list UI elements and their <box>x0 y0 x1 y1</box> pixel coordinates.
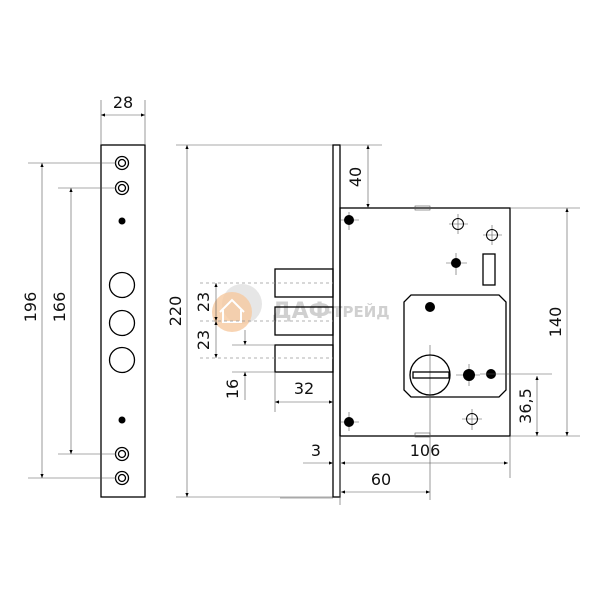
lock-side-view <box>274 144 511 500</box>
dimension-32: 32 <box>274 372 333 412</box>
bolt-hole <box>108 309 136 337</box>
svg-text:36,5: 36,5 <box>516 388 535 424</box>
screw-hole <box>114 155 130 171</box>
lock-case <box>339 207 511 437</box>
screw-hole <box>114 180 130 196</box>
svg-text:23: 23 <box>194 330 213 350</box>
dimension-40: 40 <box>340 144 382 208</box>
fixing-dot <box>118 217 126 225</box>
dimension-36-5: 36,5 <box>480 373 552 436</box>
screw-hole <box>114 446 130 462</box>
slot <box>482 253 496 286</box>
dimension-196: 196 <box>21 162 116 479</box>
dimension-140: 140 <box>510 207 580 437</box>
pin-marker <box>462 409 482 430</box>
dimension-220: 220 <box>166 144 333 498</box>
dimension-106: 106 <box>341 436 511 478</box>
watermark-brand: ДАФ <box>272 299 330 324</box>
fixing-dot <box>118 416 126 424</box>
svg-text:106: 106 <box>410 441 441 460</box>
svg-text:40: 40 <box>346 167 365 187</box>
faceplate-side <box>332 144 341 498</box>
faceplate-front-view <box>100 144 146 498</box>
case-screw <box>341 212 359 230</box>
dimension-16: 16 <box>223 330 275 400</box>
watermark-suffix: -ТРЕЙД <box>326 302 390 321</box>
rivet <box>446 253 467 275</box>
svg-text:28: 28 <box>113 93 133 112</box>
dimension-3: 3 <box>303 436 341 505</box>
svg-text:32: 32 <box>294 379 314 398</box>
svg-text:16: 16 <box>223 379 242 399</box>
screw-hole <box>114 470 130 486</box>
dimension-23-23: 23 23 <box>194 282 333 359</box>
dimension-28: 28 <box>100 93 146 145</box>
keyhole <box>409 354 451 396</box>
dimension-60: 60 <box>280 470 430 499</box>
bolt-hole <box>108 346 136 374</box>
svg-text:140: 140 <box>546 307 565 338</box>
svg-text:196: 196 <box>21 292 40 323</box>
bolt <box>274 344 334 373</box>
case-screw <box>341 412 359 431</box>
pin-marker <box>483 225 502 245</box>
svg-text:3: 3 <box>311 441 321 460</box>
svg-text:60: 60 <box>371 470 391 489</box>
dimension-166: 166 <box>50 187 116 455</box>
bolt-hole <box>108 271 136 299</box>
watermark-logo: ДАФ -ТРЕЙД <box>212 284 390 332</box>
svg-text:166: 166 <box>50 292 69 323</box>
spindle <box>456 364 480 386</box>
svg-text:220: 220 <box>166 296 185 327</box>
cylinder-plate <box>403 294 507 398</box>
svg-text:23: 23 <box>194 292 213 312</box>
pin-marker <box>449 214 468 234</box>
